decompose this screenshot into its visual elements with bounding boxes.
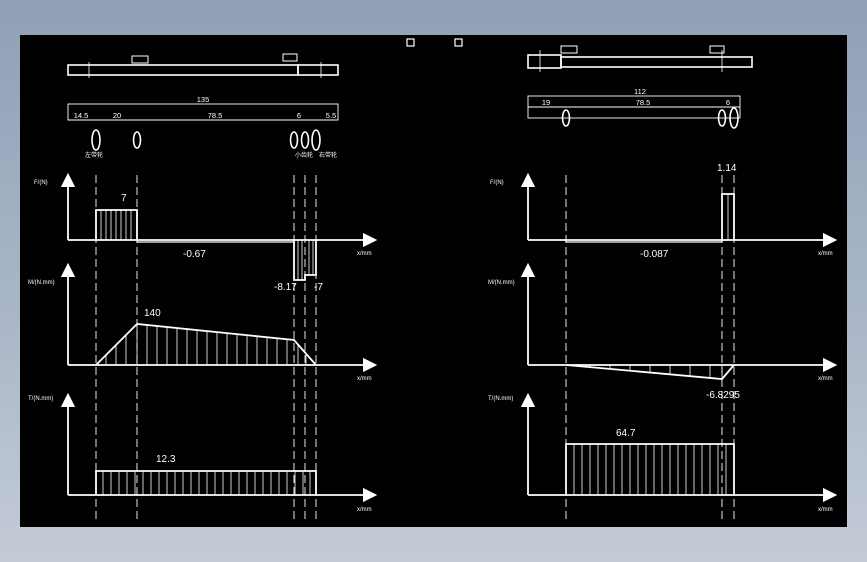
- right-torque-axis-label: T/(N.mm): [488, 396, 513, 402]
- right-shaft-drawing: [527, 45, 753, 72]
- right-moment-min: -6.8295: [706, 390, 740, 401]
- drawing-sheet: 135 14.5 20 78.5 6 5.5 左带轮 小齿轮 右带轮: [20, 35, 847, 527]
- right-dimension-chain: [527, 95, 741, 129]
- right-shear-diagram: [520, 172, 838, 248]
- right-dim-seg-1: 19: [542, 98, 550, 107]
- left-moment-diagram: [60, 262, 378, 373]
- right-torque-x-label: x/mm: [818, 507, 833, 513]
- right-torque-value: 64.7: [616, 428, 636, 439]
- left-moment-peak: 140: [144, 308, 161, 319]
- right-shear-mid: -0.087: [640, 249, 669, 260]
- left-dim-seg-5: 5.5: [326, 111, 336, 120]
- right-moment-diagram: [520, 262, 838, 380]
- left-dimension-chain: [67, 103, 339, 151]
- left-dim-seg-1: 14.5: [74, 111, 89, 120]
- left-shear-peak: 7: [121, 193, 127, 204]
- left-dim-seg-3: 78.5: [208, 111, 223, 120]
- right-guide-lines: [565, 175, 735, 520]
- left-shaft-drawing: [67, 53, 339, 78]
- drawing-canvas: 135 14.5 20 78.5 6 5.5 左带轮 小齿轮 右带轮: [28, 38, 838, 520]
- left-dim-seg-4: 6: [297, 111, 301, 120]
- left-dim-seg-2: 20: [113, 111, 121, 120]
- left-shear-diagram: [60, 172, 378, 281]
- left-overall-dim: 135: [197, 95, 210, 104]
- left-shear-mid: -0.67: [183, 249, 206, 260]
- view-marker-icons: [406, 38, 463, 47]
- left-shear-axis-label: F/(N): [34, 180, 48, 186]
- right-dim-seg-3: 6: [726, 98, 730, 107]
- left-bearing-label-3: 右带轮: [319, 151, 337, 159]
- right-shear-peak: 1.14: [717, 163, 737, 174]
- left-torque-axis-label: T/(N.mm): [28, 396, 53, 402]
- left-shear-neg2: -7: [314, 282, 323, 293]
- left-shear-neg1: -8.17: [274, 282, 297, 293]
- left-torque-x-label: x/mm: [357, 507, 372, 513]
- left-bearing-label-1: 左带轮: [85, 151, 103, 159]
- left-bearing-label-2: 小齿轮: [295, 151, 313, 159]
- right-dim-seg-2: 78.5: [636, 98, 651, 107]
- left-guide-lines: [95, 175, 317, 520]
- right-torque-diagram: [520, 392, 838, 503]
- left-torque-value: 12.3: [156, 454, 176, 465]
- left-torque-diagram: [60, 392, 378, 503]
- right-shear-x-label: x/mm: [818, 251, 833, 257]
- right-moment-x-label: x/mm: [818, 376, 833, 382]
- left-shear-x-label: x/mm: [357, 251, 372, 257]
- left-moment-x-label: x/mm: [357, 376, 372, 382]
- right-overall-dim: 112: [634, 87, 646, 96]
- left-moment-axis-label: M/(N.mm): [28, 280, 55, 286]
- right-moment-axis-label: M/(N.mm): [488, 280, 515, 286]
- right-shear-axis-label: F/(N): [490, 180, 504, 186]
